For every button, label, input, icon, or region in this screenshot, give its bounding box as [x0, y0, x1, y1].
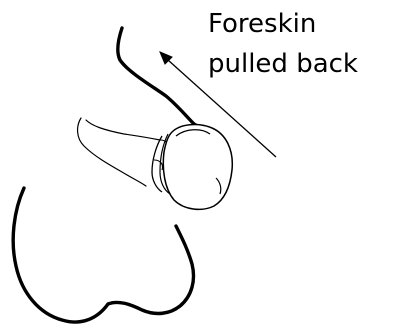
shaft-upper-line: [86, 120, 160, 140]
label-line-2: pulled back: [208, 49, 358, 79]
glans-outline: [163, 125, 232, 210]
label-line-1: Foreskin: [208, 9, 316, 39]
shaft-left-end: [78, 118, 146, 186]
scrotum-outline: [13, 188, 193, 322]
body-outline: [118, 28, 212, 134]
